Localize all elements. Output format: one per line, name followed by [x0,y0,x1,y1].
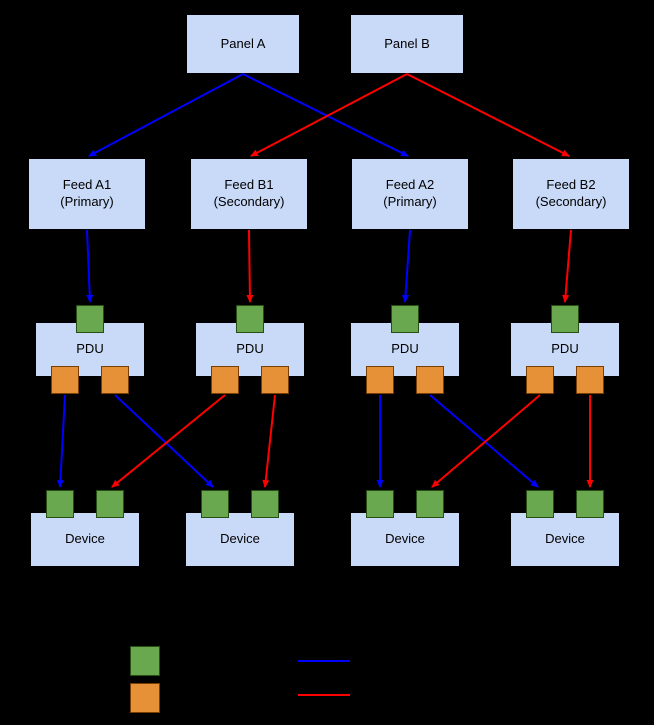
device-3-node: Device [350,512,460,567]
feed-a2-node: Feed A2 (Primary) [351,158,469,230]
feed-b1-node: Feed B1 (Secondary) [190,158,308,230]
panel-b-label: Panel B [384,35,430,51]
pdu-3-output-port-right [416,366,444,394]
panel-b-node: Panel B [350,14,464,74]
device-3-label: Device [385,531,425,547]
pdu-1-label: PDU [76,341,104,357]
feed-b2-sublabel: (Secondary) [535,194,607,209]
arrow-feed-b2-to-pdu-4 [562,229,572,303]
pdu-4-output-port-left [526,366,554,394]
pdu-2-output-port-left [211,366,239,394]
pdu-2-label: PDU [236,341,264,357]
feed-a2-sublabel: (Primary) [383,194,437,209]
pdu-4-label: PDU [551,341,579,357]
pdu-3-output-port-left [366,366,394,394]
device-4-node: Device [510,512,620,567]
legend-orange-swatch [130,683,160,713]
arrow-panel-b-to-feed-b2 [406,73,570,157]
device-1-input-port-left [46,490,74,518]
pdu-1-output-port-right [101,366,129,394]
device-4-input-port-left [526,490,554,518]
feed-a1-node: Feed A1 (Primary) [28,158,146,230]
arrow-feed-a1-to-pdu-1 [86,229,94,303]
arrow-feed-b1-to-pdu-2 [246,229,254,303]
panel-a-node: Panel A [186,14,300,74]
arrow-panel-a-to-feed-a2 [242,73,409,157]
feed-a2-label: Feed A2 [385,177,435,193]
legend-green-swatch [130,646,160,676]
arrow-panel-a-to-feed-a1 [88,73,244,157]
device-2-node: Device [185,512,295,567]
pdu-3-label: PDU [391,341,419,357]
device-4-label: Device [545,531,585,547]
feed-b1-sublabel: (Secondary) [213,194,285,209]
arrow-feed-a2-to-pdu-3 [401,229,411,303]
pdu-2-input-port [236,305,264,333]
pdu-2-output-port-right [261,366,289,394]
device-4-input-port-right [576,490,604,518]
feed-b1-label: Feed B1 [224,177,274,193]
arrow-pdu-1-to-device-1 [56,394,66,488]
pdu-4-input-port [551,305,579,333]
device-1-input-port-right [96,490,124,518]
panel-a-label: Panel A [220,35,266,51]
arrow-pdu-2-to-device-1 [111,394,226,488]
device-1-node: Device [30,512,140,567]
pdu-1-input-port [76,305,104,333]
arrow-pdu-2-to-device-2 [262,394,276,488]
feed-a1-sublabel: (Primary) [60,194,114,209]
pdu-3-input-port [391,305,419,333]
pdu-4-output-port-right [576,366,604,394]
device-2-input-port-left [201,490,229,518]
arrow-pdu-1-to-device-2 [114,394,214,488]
device-2-input-port-right [251,490,279,518]
arrow-pdu-3-to-device-4 [429,394,539,488]
device-3-input-port-left [366,490,394,518]
arrow-pdu-4-to-device-3 [431,394,541,488]
device-1-label: Device [65,531,105,547]
feed-b2-node: Feed B2 (Secondary) [512,158,630,230]
pdu-1-output-port-left [51,366,79,394]
arrow-panel-b-to-feed-b1 [250,73,408,157]
feed-b2-label: Feed B2 [546,177,596,193]
device-3-input-port-right [416,490,444,518]
device-2-label: Device [220,531,260,547]
feed-a1-label: Feed A1 [62,177,112,193]
